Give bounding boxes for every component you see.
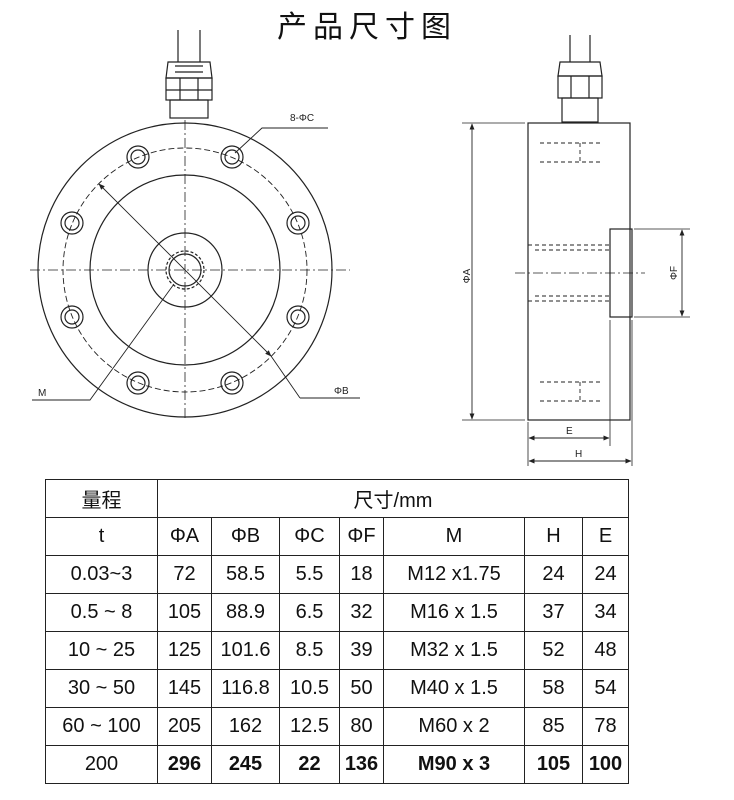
table-cell: 37 — [524, 593, 583, 632]
phi-b-label: ΦB — [334, 386, 349, 397]
table-cell: 22 — [279, 745, 340, 784]
table-cell: 205 — [157, 707, 212, 746]
table-cell: M40 x 1.5 — [383, 669, 525, 708]
table-cell: 245 — [211, 745, 280, 784]
phi-f-label: ΦF — [669, 266, 680, 280]
table-row: 0.5 ~ 8 105 88.9 6.5 32 M16 x 1.5 37 34 — [45, 593, 629, 632]
table-cell: 78 — [582, 707, 629, 746]
table-cell: 48 — [582, 631, 629, 670]
table-cell: 88.9 — [211, 593, 280, 632]
table-cell: 200 — [45, 745, 158, 784]
table-row: 30 ~ 50 145 116.8 10.5 50 M40 x 1.5 58 5… — [45, 669, 629, 708]
table-cell: M32 x 1.5 — [383, 631, 525, 670]
table-cell: 54 — [582, 669, 629, 708]
spec-table: 量程 尺寸/mm t ΦA ΦB ΦC ΦF M H E 0.03~3 72 5… — [45, 479, 629, 784]
table-row: 10 ~ 25 125 101.6 8.5 39 M32 x 1.5 52 48 — [45, 631, 629, 670]
table-cell: M60 x 2 — [383, 707, 525, 746]
table-cell: 58 — [524, 669, 583, 708]
table-cell: 162 — [211, 707, 280, 746]
column-header: E — [582, 517, 629, 556]
table-cell: 136 — [339, 745, 384, 784]
table-cell: 6.5 — [279, 593, 340, 632]
table-cell: 5.5 — [279, 555, 340, 594]
table-row: 60 ~ 100 205 162 12.5 80 M60 x 2 85 78 — [45, 707, 629, 746]
table-cell: 60 ~ 100 — [45, 707, 158, 746]
page-title: 产品尺寸图 — [277, 10, 457, 45]
header-range: 量程 — [45, 479, 158, 518]
phi-a-label: ΦA — [462, 268, 473, 283]
table-cell: 80 — [339, 707, 384, 746]
table-cell: 101.6 — [211, 631, 280, 670]
table-cell: 24 — [582, 555, 629, 594]
table-cell: 10.5 — [279, 669, 340, 708]
table-row: 0.03~3 72 58.5 5.5 18 M12 x1.75 24 24 — [45, 555, 629, 594]
table-cell: M90 x 3 — [383, 745, 525, 784]
table-cell: 296 — [157, 745, 212, 784]
table-cell: 125 — [157, 631, 212, 670]
front-view — [30, 30, 360, 420]
column-header: M — [383, 517, 525, 556]
bolt-holes — [60, 145, 310, 395]
table-cell: 30 ~ 50 — [45, 669, 158, 708]
table-cell: 105 — [157, 593, 212, 632]
table-cell: 39 — [339, 631, 384, 670]
table-cell: 24 — [524, 555, 583, 594]
table-cell: 10 ~ 25 — [45, 631, 158, 670]
table-cell: 50 — [339, 669, 384, 708]
table-cell: 12.5 — [279, 707, 340, 746]
table-cell: 0.5 ~ 8 — [45, 593, 158, 632]
table-cell: 100 — [582, 745, 629, 784]
h-label: H — [575, 449, 582, 460]
table-cell: 116.8 — [211, 669, 280, 708]
table-cell: 52 — [524, 631, 583, 670]
column-header: H — [524, 517, 583, 556]
table-cell: 34 — [582, 593, 629, 632]
column-header: ΦC — [279, 517, 340, 556]
table-cell: M12 x1.75 — [383, 555, 525, 594]
table-cell: 18 — [339, 555, 384, 594]
table-cell: 58.5 — [211, 555, 280, 594]
column-header: ΦA — [157, 517, 212, 556]
side-view — [462, 35, 690, 466]
table-cell: 72 — [157, 555, 212, 594]
table-cell: 0.03~3 — [45, 555, 158, 594]
table-cell: 32 — [339, 593, 384, 632]
header-size: 尺寸/mm — [157, 479, 629, 518]
table-cell: 85 — [524, 707, 583, 746]
table-cell: 105 — [524, 745, 583, 784]
column-header: t — [45, 517, 158, 556]
m-label: M — [38, 388, 46, 399]
column-header: ΦF — [339, 517, 384, 556]
column-header: ΦB — [211, 517, 280, 556]
table-row: 200 296 245 22 136 M90 x 3 105 100 — [45, 745, 629, 784]
e-label: E — [566, 426, 573, 437]
table-cell: 8.5 — [279, 631, 340, 670]
dimension-drawing: 8-ΦC ΦB M — [30, 30, 690, 466]
table-header-row: 量程 尺寸/mm — [45, 479, 629, 518]
holes-label: 8-ΦC — [290, 113, 314, 124]
table-cell: 145 — [157, 669, 212, 708]
table-cell: M16 x 1.5 — [383, 593, 525, 632]
table-column-row: t ΦA ΦB ΦC ΦF M H E — [45, 517, 629, 556]
